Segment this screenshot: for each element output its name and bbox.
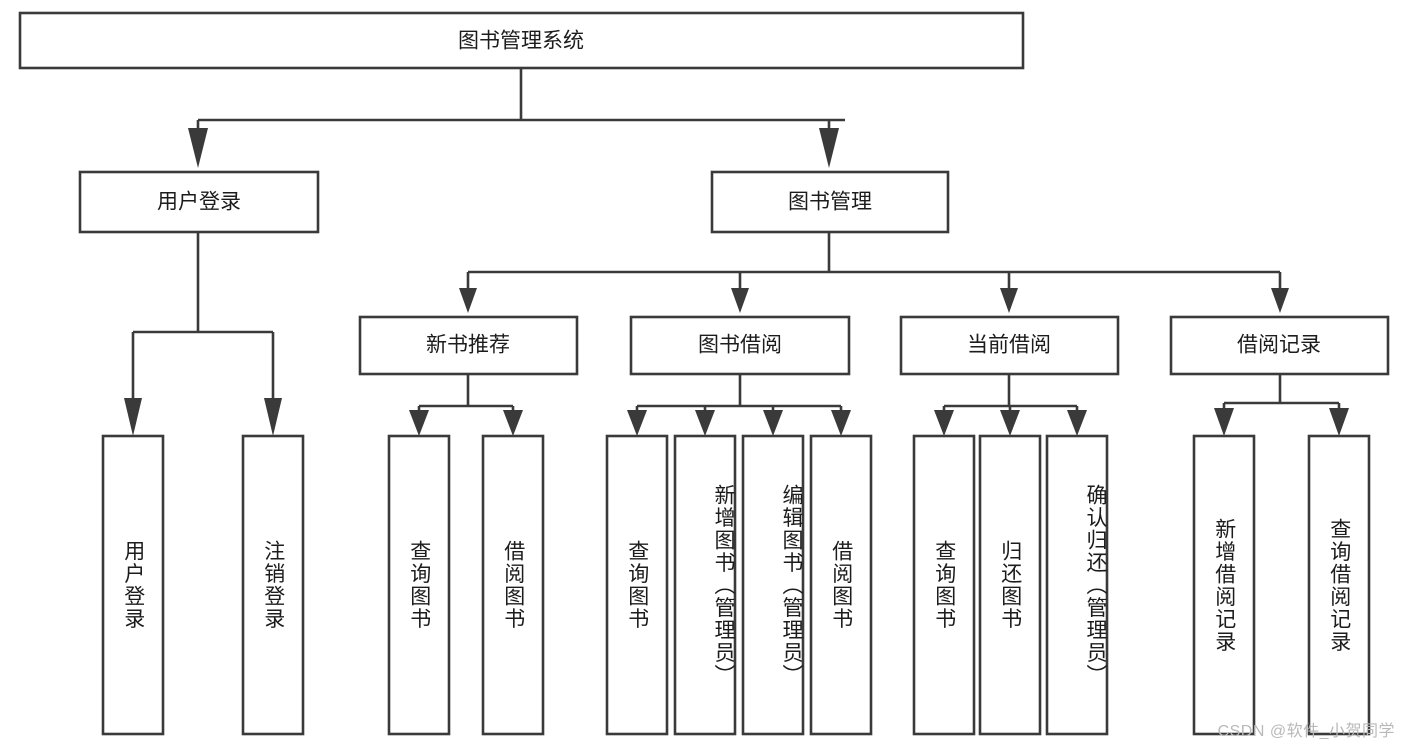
arrow-to-borrow-records [1271, 288, 1289, 313]
node-user-login-label: 用户登录 [157, 191, 241, 214]
arrow-br-leaf2 [1329, 408, 1349, 436]
node-leaf-nb-query-box[interactable] [387, 434, 451, 736]
arrow-to-leaf-user-login [124, 398, 142, 436]
arrow-nb-leaf1 [409, 410, 429, 436]
node-book-borrow-label: 图书借阅 [698, 334, 782, 357]
node-book-manage-label: 图书管理 [788, 191, 872, 214]
node-leaf-nb-borrow-box[interactable] [481, 434, 545, 736]
node-leaf-br-add-box[interactable] [1192, 434, 1256, 736]
node-leaf-cb-confirm-box[interactable] [1045, 434, 1109, 736]
node-book-borrow-box[interactable] [629, 315, 851, 376]
arrow-bb-leaf1 [627, 410, 647, 436]
connector-group [124, 68, 1349, 436]
arrow-to-book-manage [819, 128, 839, 168]
arrow-to-user-login [188, 128, 208, 168]
node-leaf-bb-add-box[interactable] [673, 434, 737, 736]
node-borrow-records-box[interactable] [1169, 315, 1390, 376]
arrow-to-new-book [459, 288, 477, 313]
arrow-bb-leaf4 [831, 410, 851, 436]
node-leaf-logout-box[interactable] [241, 434, 305, 736]
node-leaf-bb-query-box[interactable] [605, 434, 669, 736]
arrow-to-book-borrow [731, 288, 749, 313]
arrow-cb-leaf2 [1000, 410, 1020, 436]
node-new-book-label: 新书推荐 [426, 334, 510, 357]
node-current-borrow-box[interactable] [899, 315, 1120, 376]
arrow-bb-leaf2 [695, 410, 715, 436]
arrow-bb-leaf3 [763, 410, 783, 436]
node-user-login-box[interactable] [78, 170, 320, 234]
watermark-text: CSDN @软件_小贺同学 [1217, 723, 1395, 740]
node-new-book-box[interactable] [358, 315, 579, 376]
arrow-cb-leaf3 [1067, 410, 1087, 436]
node-leaf-br-query-box[interactable] [1307, 434, 1371, 736]
node-leaf-bb-borrow-box[interactable] [809, 434, 873, 736]
node-root-box[interactable] [18, 11, 1025, 70]
arrow-nb-leaf2 [503, 410, 523, 436]
node-current-borrow-label: 当前借阅 [967, 334, 1051, 357]
arrow-cb-leaf1 [934, 410, 954, 436]
arrow-to-leaf-logout [264, 398, 282, 436]
node-root-label: 图书管理系统 [458, 30, 584, 53]
node-box-group [18, 11, 1390, 736]
node-leaf-bb-edit-box[interactable] [741, 434, 805, 736]
arrow-br-leaf1 [1214, 408, 1234, 436]
node-leaf-cb-query-box[interactable] [912, 434, 976, 736]
node-leaf-user-login-box[interactable] [101, 434, 165, 736]
node-leaf-cb-return-box[interactable] [978, 434, 1042, 736]
node-borrow-records-label: 借阅记录 [1237, 334, 1321, 357]
arrow-to-current-borrow [1000, 288, 1018, 313]
node-book-manage-box[interactable] [710, 170, 950, 234]
horizontal-label-group: 图书管理系统 用户登录 图书管理 新书推荐 图书借阅 当前借阅 借阅记录 [157, 30, 1321, 357]
